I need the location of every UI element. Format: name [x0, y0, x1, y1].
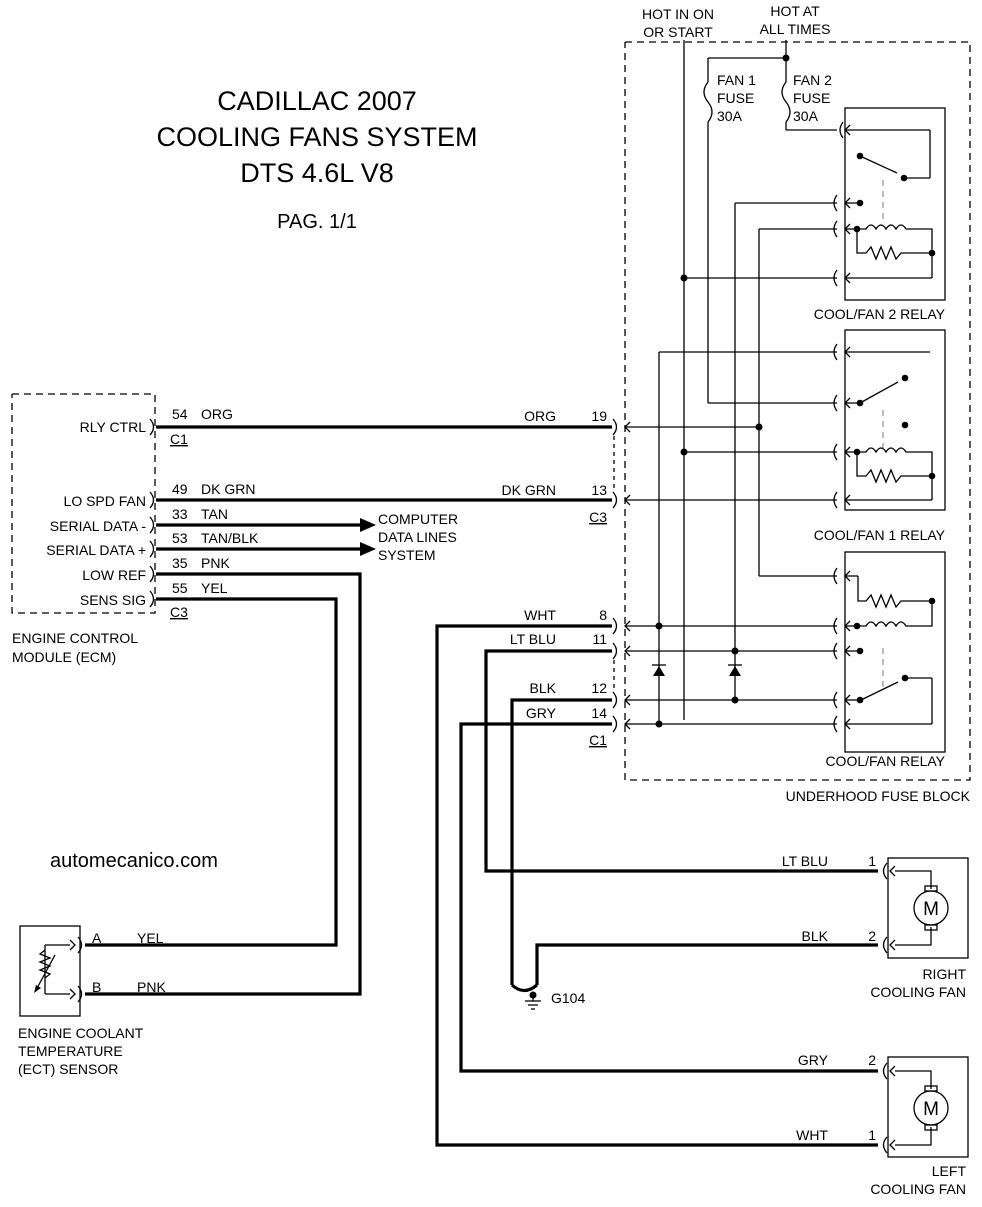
pin-13-label: 13	[591, 482, 607, 498]
fan1-fuse-label-2: FUSE	[717, 90, 754, 106]
right-cooling-fan: M 1 LT BLU 2 BLK RIGHT COOLING FAN	[782, 853, 969, 1000]
ecm-label-serial-data-minus: SERIAL DATA -	[50, 518, 147, 534]
ect-wire-yel: YEL	[137, 930, 164, 946]
wire-org-label: ORG	[524, 408, 556, 424]
pin-11-label: 11	[592, 631, 607, 647]
fuse-block-wiring	[625, 202, 837, 728]
diagram-title: CADILLAC 2007 COOLING FANS SYSTEM DTS 4.…	[156, 86, 477, 233]
relay-fan2: COOL/FAN 2 RELAY	[814, 107, 946, 322]
left-fan-wire-gry: GRY	[798, 1052, 829, 1068]
ect-name: ENGINE COOLANT	[18, 1025, 144, 1041]
ecm-conn-c1: C1	[170, 431, 188, 447]
main-wires	[85, 425, 878, 1147]
relay-fan1-label: COOL/FAN 1 RELAY	[814, 527, 946, 543]
right-fan-name-2: COOLING FAN	[870, 984, 966, 1000]
right-fan-motor-icon: M	[923, 899, 939, 920]
title-line1: CADILLAC 2007	[217, 86, 417, 116]
ect-sensor: A YEL B PNK ENGINE COOLANT TEMPERATURE (…	[18, 925, 166, 1077]
pin-8-label: 8	[599, 607, 607, 623]
relay-fan: COOL/FAN RELAY	[825, 551, 946, 769]
left-fan-pin1: 1	[868, 1127, 876, 1143]
right-fan-name: RIGHT	[922, 966, 966, 982]
hot-at-label-2: ALL TIMES	[760, 21, 831, 37]
ect-wire-pnk: PNK	[137, 979, 166, 995]
data-lines-label-2: DATA LINES	[378, 529, 457, 545]
ect-name-3: (ECT) SENSOR	[18, 1061, 118, 1077]
left-fan-pin2: 2	[868, 1052, 876, 1068]
ecm-label-rly-ctrl: RLY CTRL	[80, 419, 147, 435]
ecm-wire-org: ORG	[201, 406, 233, 422]
fan1-fuse-label: FAN 1	[717, 72, 756, 88]
wire-dkgrn-label: DK GRN	[502, 482, 556, 498]
fan2-fuse-label: FAN 2	[793, 72, 832, 88]
wire-ltblu-label: LT BLU	[510, 631, 556, 647]
fuse-block-pins: 19 ORG 13 DK GRN C3 8 WHT 11 LT BLU 12 B…	[502, 408, 631, 748]
left-fan-wire-wht: WHT	[796, 1127, 828, 1143]
right-fan-pin2: 2	[868, 928, 876, 944]
pin-12-label: 12	[591, 680, 607, 696]
page-number: PAG. 1/1	[277, 211, 357, 233]
fuse-block-conn-c3: C3	[589, 509, 607, 525]
ect-pin-b: B	[92, 979, 101, 995]
ecm-wire-tan: TAN	[201, 506, 228, 522]
pin-14-label: 14	[591, 705, 607, 721]
wire-gry-label: GRY	[526, 705, 557, 721]
ect-pin-a: A	[92, 930, 102, 946]
wire-wht-label: WHT	[524, 607, 556, 623]
ecm-pin-54: 54	[172, 406, 188, 422]
underhood-fuse-block: UNDERHOOD FUSE BLOCK	[624, 41, 971, 804]
ecm-label-serial-data-plus: SERIAL DATA +	[46, 542, 146, 558]
fan2-fuse-label-2: FUSE	[793, 90, 830, 106]
right-fan-wire-ltblu: LT BLU	[782, 853, 828, 869]
ecm-label-lo-spd-fan: LO SPD FAN	[64, 493, 146, 509]
ecm-pin-49: 49	[172, 481, 188, 497]
left-fan-motor-icon: M	[923, 1099, 939, 1120]
ecm-wire-yel: YEL	[201, 580, 228, 596]
left-cooling-fan: M 2 GRY 1 WHT LEFT COOLING FAN	[796, 1052, 969, 1197]
relay-terminals	[833, 121, 851, 733]
ground-g104: G104	[525, 990, 585, 1010]
data-lines-label: COMPUTER DATA LINES SYSTEM	[378, 511, 458, 563]
ecm-wire-tanblk: TAN/BLK	[201, 530, 259, 546]
ecm-pin-33: 33	[172, 506, 188, 522]
ect-name-2: TEMPERATURE	[18, 1043, 123, 1059]
hot-at-label: HOT AT	[770, 3, 820, 19]
right-fan-pin1: 1	[868, 853, 876, 869]
relay-fan1: COOL/FAN 1 RELAY	[814, 329, 946, 543]
title-line3: DTS 4.6L V8	[240, 158, 394, 188]
pin-19-label: 19	[591, 408, 607, 424]
ecm-name-2: MODULE (ECM)	[12, 649, 116, 665]
ecm-pin-35: 35	[172, 555, 188, 571]
fan2-fuse-rating: 30A	[793, 108, 819, 124]
fan1-fuse-rating: 30A	[717, 108, 743, 124]
hot-in-on-label-2: OR START	[643, 24, 713, 40]
ecm-pin-55: 55	[172, 580, 188, 596]
ecm-pin-53: 53	[172, 530, 188, 546]
power-feeds: HOT IN ON OR START HOT AT ALL TIMES FAN …	[642, 3, 837, 720]
ecm-label-sens-sig: SENS SIG	[80, 592, 146, 608]
ecm-wire-pnk: PNK	[201, 555, 230, 571]
data-lines-label-1: COMPUTER	[378, 511, 458, 527]
title-line2: COOLING FANS SYSTEM	[156, 122, 477, 152]
right-fan-wire-blk: BLK	[802, 928, 829, 944]
watermark: automecanico.com	[50, 850, 218, 872]
ecm-wire-dkgrn: DK GRN	[201, 481, 255, 497]
ecm: ENGINE CONTROL MODULE (ECM) RLY CTRL LO …	[11, 393, 259, 665]
ecm-label-low-ref: LOW REF	[82, 567, 146, 583]
left-fan-name-2: COOLING FAN	[870, 1181, 966, 1197]
wire-blk-label: BLK	[530, 680, 557, 696]
fuse-block-name: UNDERHOOD FUSE BLOCK	[786, 788, 971, 804]
data-lines-label-3: SYSTEM	[378, 547, 436, 563]
ecm-conn-c3: C3	[170, 604, 188, 620]
ecm-name: ENGINE CONTROL	[12, 630, 138, 646]
relay-fan2-label: COOL/FAN 2 RELAY	[814, 306, 946, 322]
left-fan-name: LEFT	[932, 1163, 967, 1179]
hot-in-on-label: HOT IN ON	[642, 6, 714, 22]
relay-fan-label: COOL/FAN RELAY	[825, 753, 945, 769]
ground-label: G104	[551, 990, 585, 1006]
fuse-block-conn-c1: C1	[589, 732, 607, 748]
